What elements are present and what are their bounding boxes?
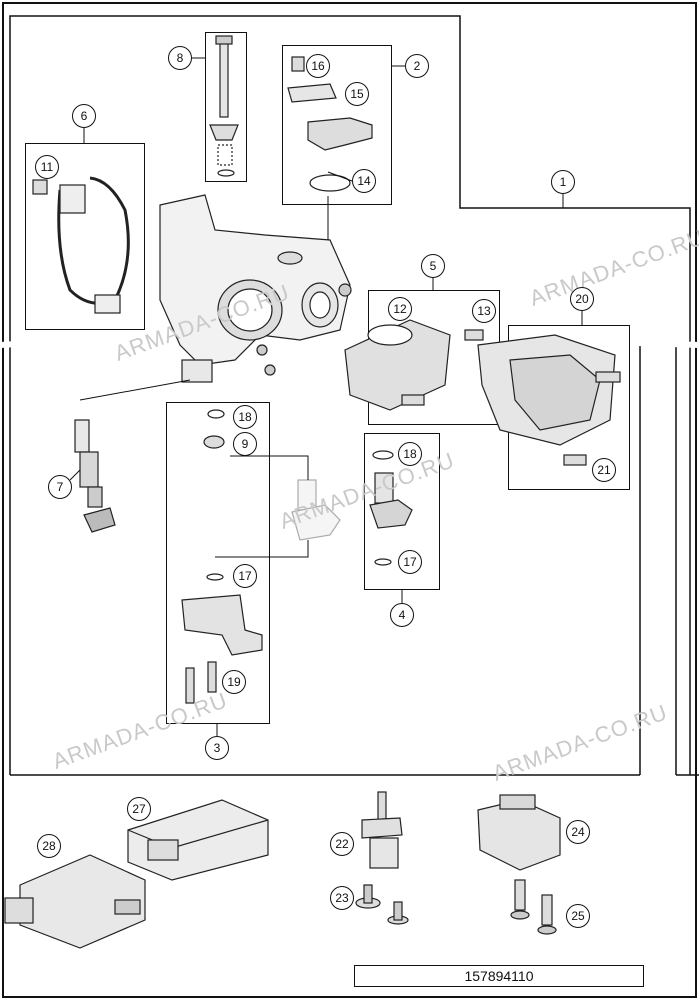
ecu-drawing bbox=[127, 799, 269, 881]
callout-18b[interactable]: 18 bbox=[398, 442, 422, 466]
callout-12[interactable]: 12 bbox=[388, 297, 412, 321]
callout-6[interactable]: 6 bbox=[72, 104, 96, 128]
kit-box-2 bbox=[282, 45, 392, 205]
callout-5[interactable]: 5 bbox=[421, 254, 445, 278]
temp-sensor-drawing bbox=[361, 791, 403, 869]
callout-11[interactable]: 11 bbox=[35, 155, 59, 179]
callout-label: 3 bbox=[213, 741, 221, 755]
callout-24[interactable]: 24 bbox=[566, 820, 590, 844]
callout-label: 28 bbox=[42, 839, 56, 853]
callout-label: 11 bbox=[40, 160, 54, 174]
map-sensor-drawing bbox=[344, 319, 484, 411]
callout-label: 15 bbox=[350, 87, 364, 101]
callout-label: 20 bbox=[575, 292, 589, 306]
clamp-drawing bbox=[32, 176, 130, 314]
callout-label: 16 bbox=[311, 59, 325, 73]
callout-label: 7 bbox=[56, 480, 64, 494]
callout-label: 18 bbox=[238, 410, 252, 424]
callout-14[interactable]: 14 bbox=[352, 169, 376, 193]
callout-18a[interactable]: 18 bbox=[233, 405, 257, 429]
callout-16[interactable]: 16 bbox=[306, 54, 330, 78]
callout-label: 1 bbox=[559, 175, 567, 189]
cover-drawing bbox=[477, 334, 621, 466]
callout-label: 24 bbox=[571, 825, 585, 839]
kit-box-8 bbox=[205, 32, 247, 182]
kit-box-3 bbox=[166, 402, 270, 724]
throttle-body-drawing bbox=[159, 194, 352, 383]
callout-label: 25 bbox=[571, 909, 585, 923]
ghost-injector bbox=[291, 479, 341, 541]
callout-13[interactable]: 13 bbox=[472, 299, 496, 323]
callout-label: 13 bbox=[477, 304, 491, 318]
callout-label: 12 bbox=[393, 302, 407, 316]
callout-9[interactable]: 9 bbox=[233, 432, 257, 456]
callout-22[interactable]: 22 bbox=[330, 832, 354, 856]
callout-21[interactable]: 21 bbox=[592, 458, 616, 482]
callout-2[interactable]: 2 bbox=[405, 54, 429, 78]
callout-label: 8 bbox=[176, 51, 184, 65]
callout-20[interactable]: 20 bbox=[570, 287, 594, 311]
callout-8[interactable]: 8 bbox=[168, 46, 192, 70]
control-unit-drawing bbox=[4, 854, 146, 949]
callout-1[interactable]: 1 bbox=[551, 170, 575, 194]
injector-holder-drawing bbox=[181, 409, 263, 704]
callout-label: 17 bbox=[238, 569, 252, 583]
callout-label: 23 bbox=[335, 891, 349, 905]
callout-label: 19 bbox=[227, 675, 241, 689]
drawing-number: 157894110 bbox=[354, 965, 644, 987]
callout-label: 27 bbox=[132, 802, 146, 816]
injector-drawing bbox=[369, 450, 413, 566]
callout-3[interactable]: 3 bbox=[205, 736, 229, 760]
callout-label: 14 bbox=[357, 174, 371, 188]
callout-4[interactable]: 4 bbox=[390, 603, 414, 627]
tps-drawing bbox=[287, 56, 373, 192]
callout-28[interactable]: 28 bbox=[37, 834, 61, 858]
callout-17a[interactable]: 17 bbox=[233, 564, 257, 588]
callout-label: 22 bbox=[335, 837, 349, 851]
callout-label: 21 bbox=[597, 463, 611, 477]
callout-15[interactable]: 15 bbox=[345, 82, 369, 106]
kit-box-4 bbox=[364, 433, 440, 590]
callout-label: 4 bbox=[398, 608, 406, 622]
callout-label: 18 bbox=[403, 447, 417, 461]
callout-25[interactable]: 25 bbox=[566, 904, 590, 928]
connector-drawing bbox=[477, 794, 561, 871]
callout-label: 6 bbox=[80, 109, 88, 123]
callout-23[interactable]: 23 bbox=[330, 886, 354, 910]
callout-label: 9 bbox=[241, 437, 249, 451]
kit-box-6 bbox=[25, 143, 145, 330]
screws-23-drawing bbox=[355, 884, 409, 925]
callout-label: 17 bbox=[403, 555, 417, 569]
callout-label: 2 bbox=[413, 59, 421, 73]
screws-25-drawing bbox=[510, 879, 557, 935]
callout-27[interactable]: 27 bbox=[127, 797, 151, 821]
callout-label: 5 bbox=[429, 259, 437, 273]
idle-screw-drawing bbox=[209, 35, 239, 177]
spark-plug-drawing bbox=[74, 419, 116, 533]
callout-7[interactable]: 7 bbox=[48, 475, 72, 499]
callout-19[interactable]: 19 bbox=[222, 670, 246, 694]
callout-17b[interactable]: 17 bbox=[398, 550, 422, 574]
